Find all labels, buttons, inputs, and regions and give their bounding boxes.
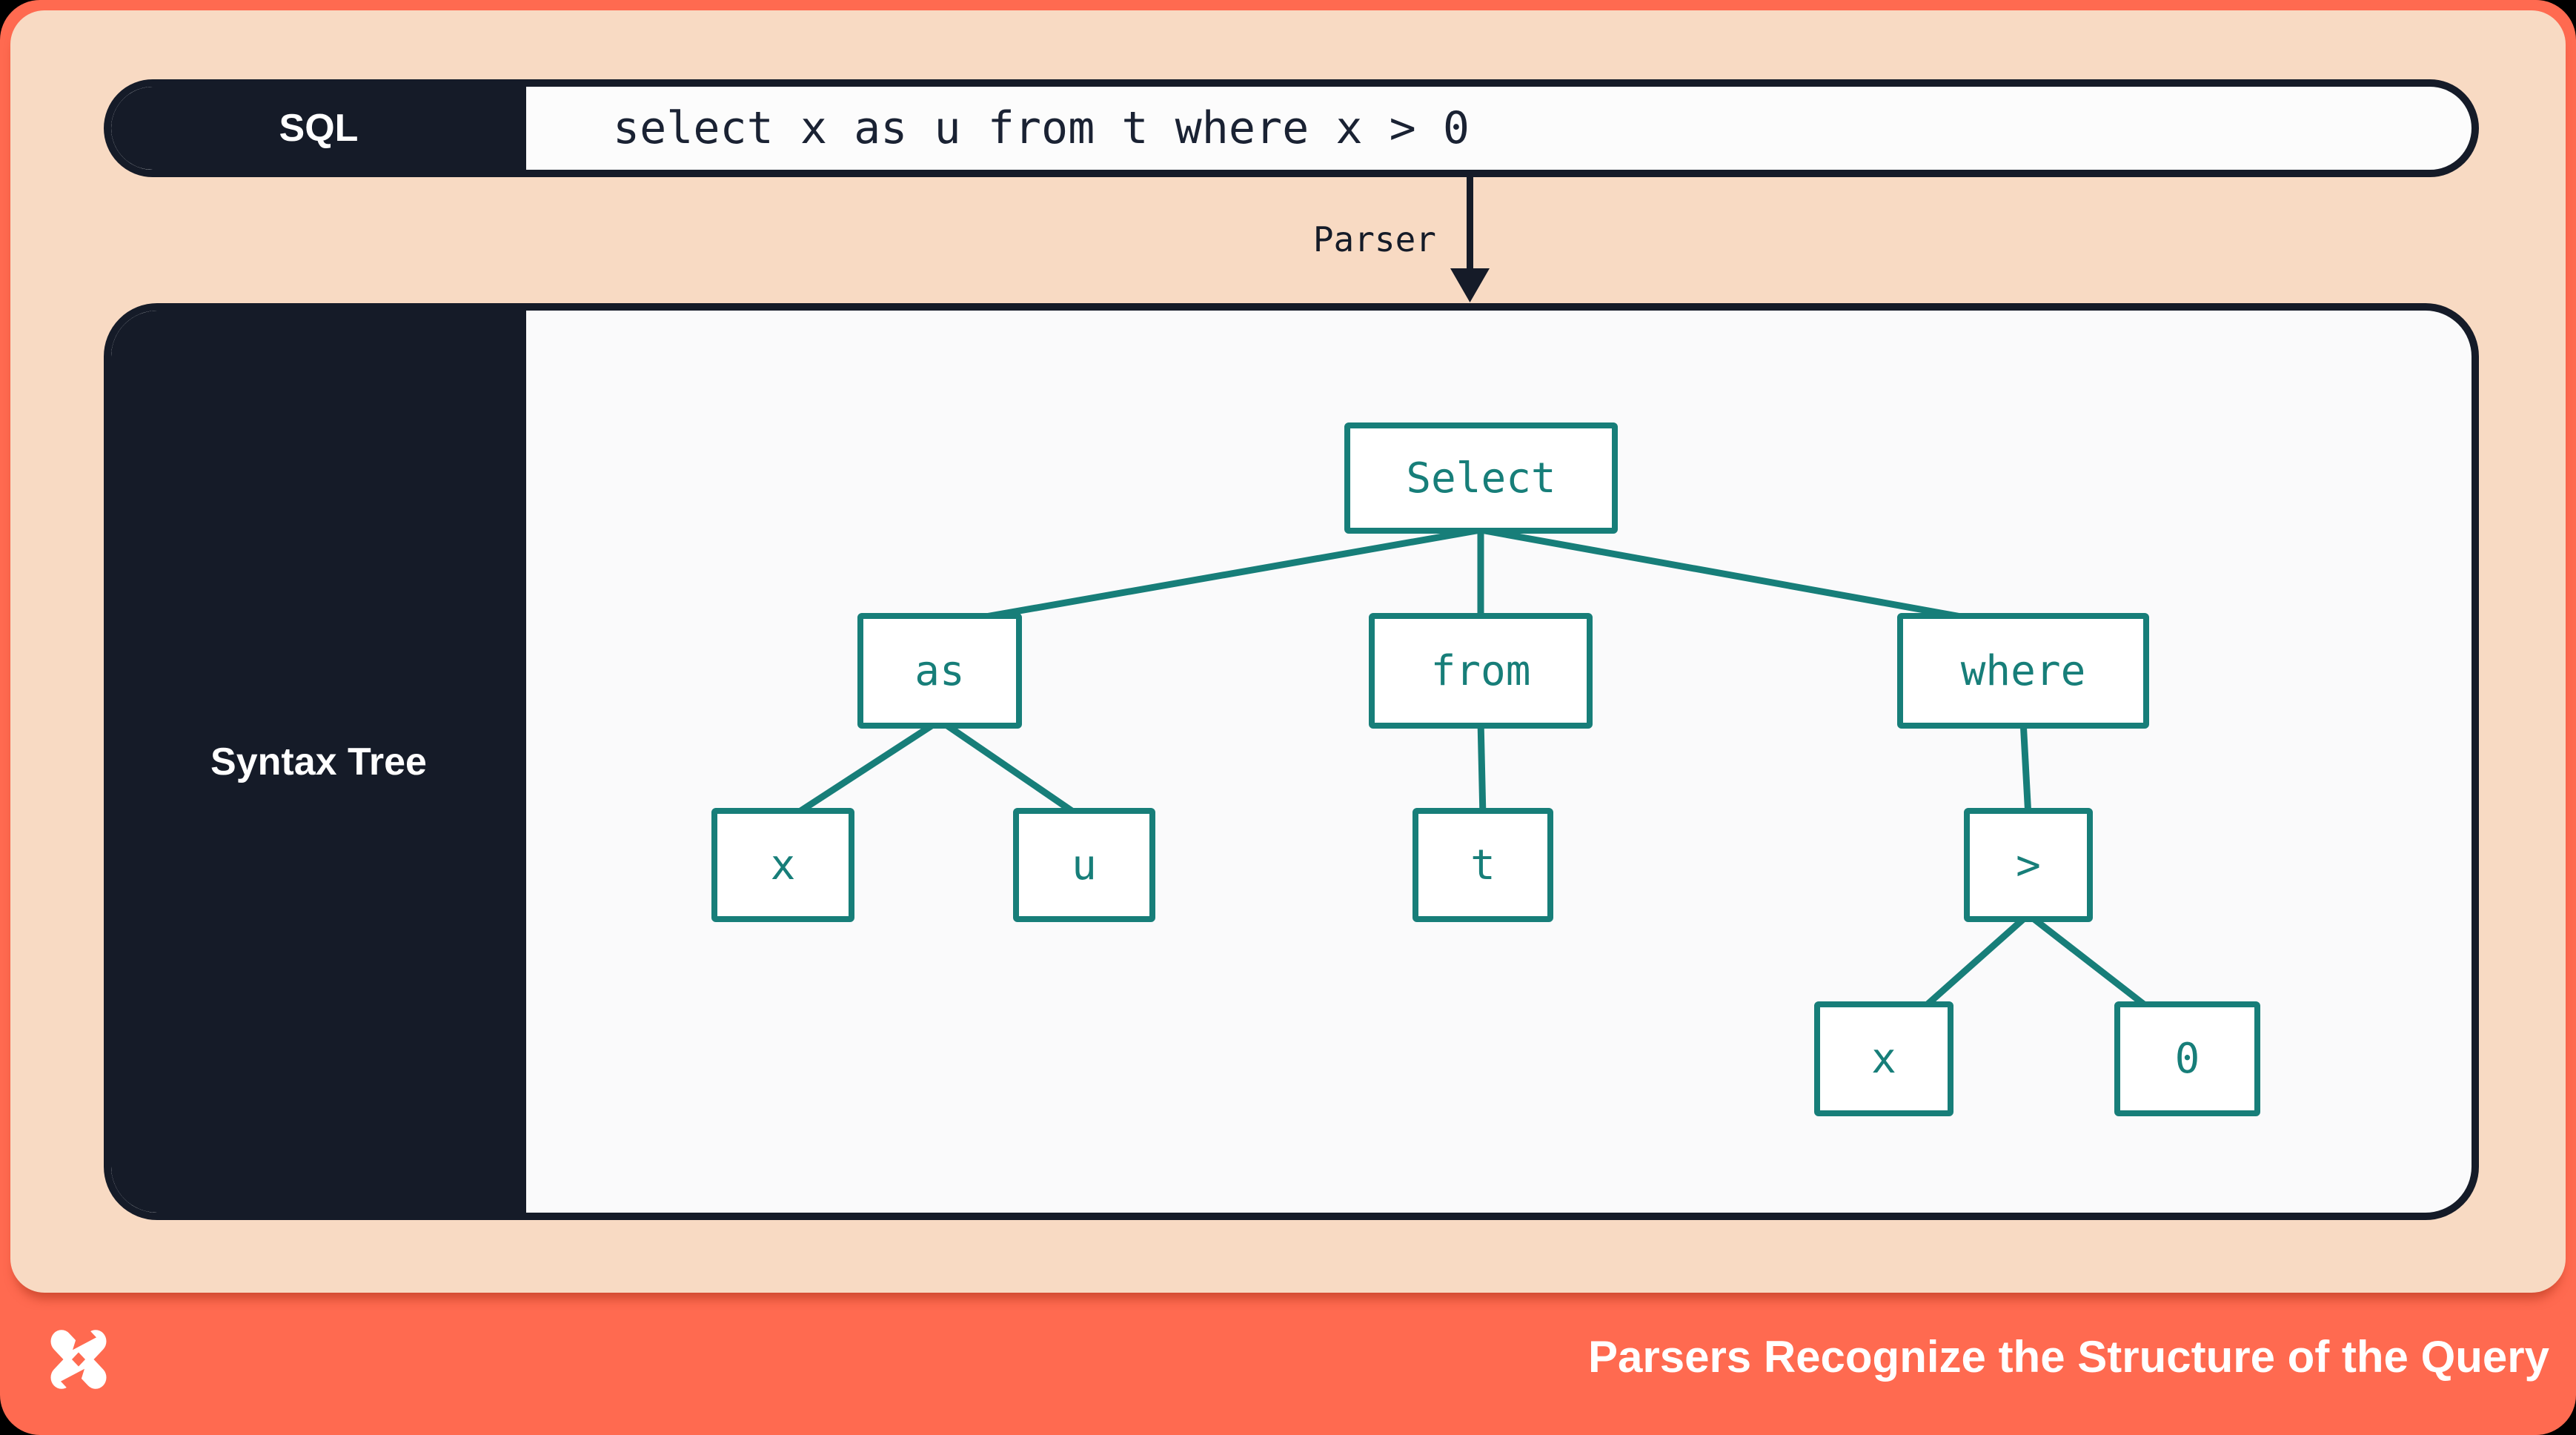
sql-query-code: select x as u from t where x > 0 <box>613 102 1470 154</box>
footer-caption: Parsers Recognize the Structure of the Q… <box>1587 1332 2549 1382</box>
tree-node-from: from <box>1369 613 1593 729</box>
syntax-tree-panel: Syntax Tree <box>111 311 526 1213</box>
parser-label: Parser <box>1312 219 1436 259</box>
sql-pill-label: SQL <box>111 87 526 170</box>
syntax-tree-box: Select as from where x u t > x 0 Syntax … <box>104 303 2479 1220</box>
parser-arrow-icon <box>1450 176 1490 302</box>
tree-edges <box>789 526 2153 1013</box>
tree-node-select: Select <box>1344 422 1618 534</box>
tree-node-u: u <box>1013 808 1155 922</box>
dbt-logo-icon <box>50 1322 107 1397</box>
tree-node-t: t <box>1413 808 1553 922</box>
tree-node-zero: 0 <box>2114 1001 2260 1116</box>
tree-node-x-operand: x <box>1814 1001 1953 1116</box>
tree-node-greater-than: > <box>1964 808 2093 922</box>
tree-canvas: Select as from where x u t > x 0 <box>111 311 2472 1213</box>
tree-node-x: x <box>711 808 854 922</box>
syntax-tree-label: Syntax Tree <box>210 740 427 783</box>
tree-node-where: where <box>1897 613 2149 729</box>
sql-pill: SQL select x as u from t where x > 0 <box>104 79 2479 177</box>
tree-node-as: as <box>857 613 1022 729</box>
